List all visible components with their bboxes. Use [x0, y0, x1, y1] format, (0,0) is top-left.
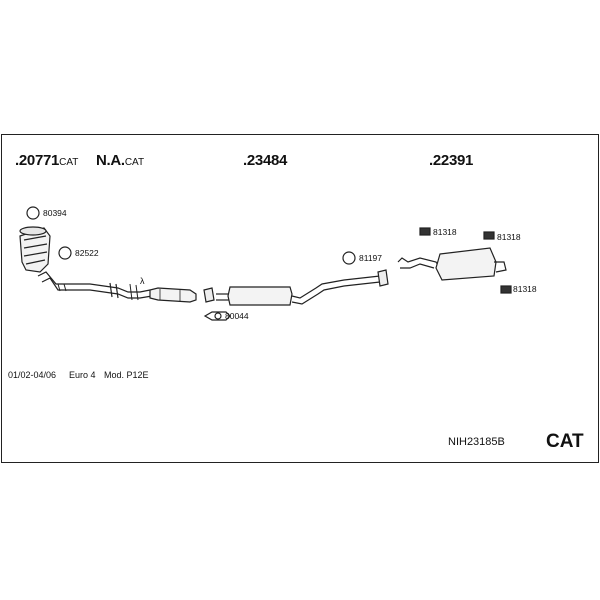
flange-gasket-80044: [203, 311, 231, 321]
callout-82522: 82522: [75, 248, 99, 258]
gasket-ring-82522: [58, 246, 72, 260]
part-number-header-3: .23484: [243, 152, 288, 169]
part-number-header-4: .22391: [429, 152, 474, 169]
callout-81318-top: 81318: [433, 227, 457, 237]
kit-code: NIH23185B: [448, 436, 505, 448]
lambda-sensor-label: λ: [140, 276, 145, 286]
pre-silencer-cat-shape: [149, 287, 197, 303]
callout-80044: 80044: [225, 311, 249, 321]
callout-81197: 81197: [359, 253, 383, 263]
center-silencer-shape: [216, 275, 381, 306]
rubber-mount-shape-3: [500, 285, 512, 294]
gasket-ring-81197: [342, 251, 356, 265]
rubber-mount-shape-1: [419, 227, 431, 236]
front-pipe-shape: [37, 271, 151, 293]
gasket-ring-80394: [26, 206, 40, 220]
part-number-header-1: .20771CAT: [15, 152, 79, 169]
kit-type-label: CAT: [546, 431, 584, 452]
vehicle-dates: 01/02-04/06: [8, 370, 57, 380]
diagram-frame: [1, 134, 599, 463]
rear-silencer-shape: [397, 247, 507, 281]
catalytic-converter-shape: [19, 226, 51, 273]
rubber-mount-shape-2: [483, 231, 495, 240]
part-number-header-2: N.A.CAT: [96, 152, 145, 169]
callout-81318-bottom: 81318: [513, 284, 537, 294]
vehicle-model: Mod. P12E: [104, 370, 149, 380]
vehicle-emission: Euro 4: [69, 370, 96, 380]
callout-80394: 80394: [43, 208, 67, 218]
callout-81318-right: 81318: [497, 232, 521, 242]
